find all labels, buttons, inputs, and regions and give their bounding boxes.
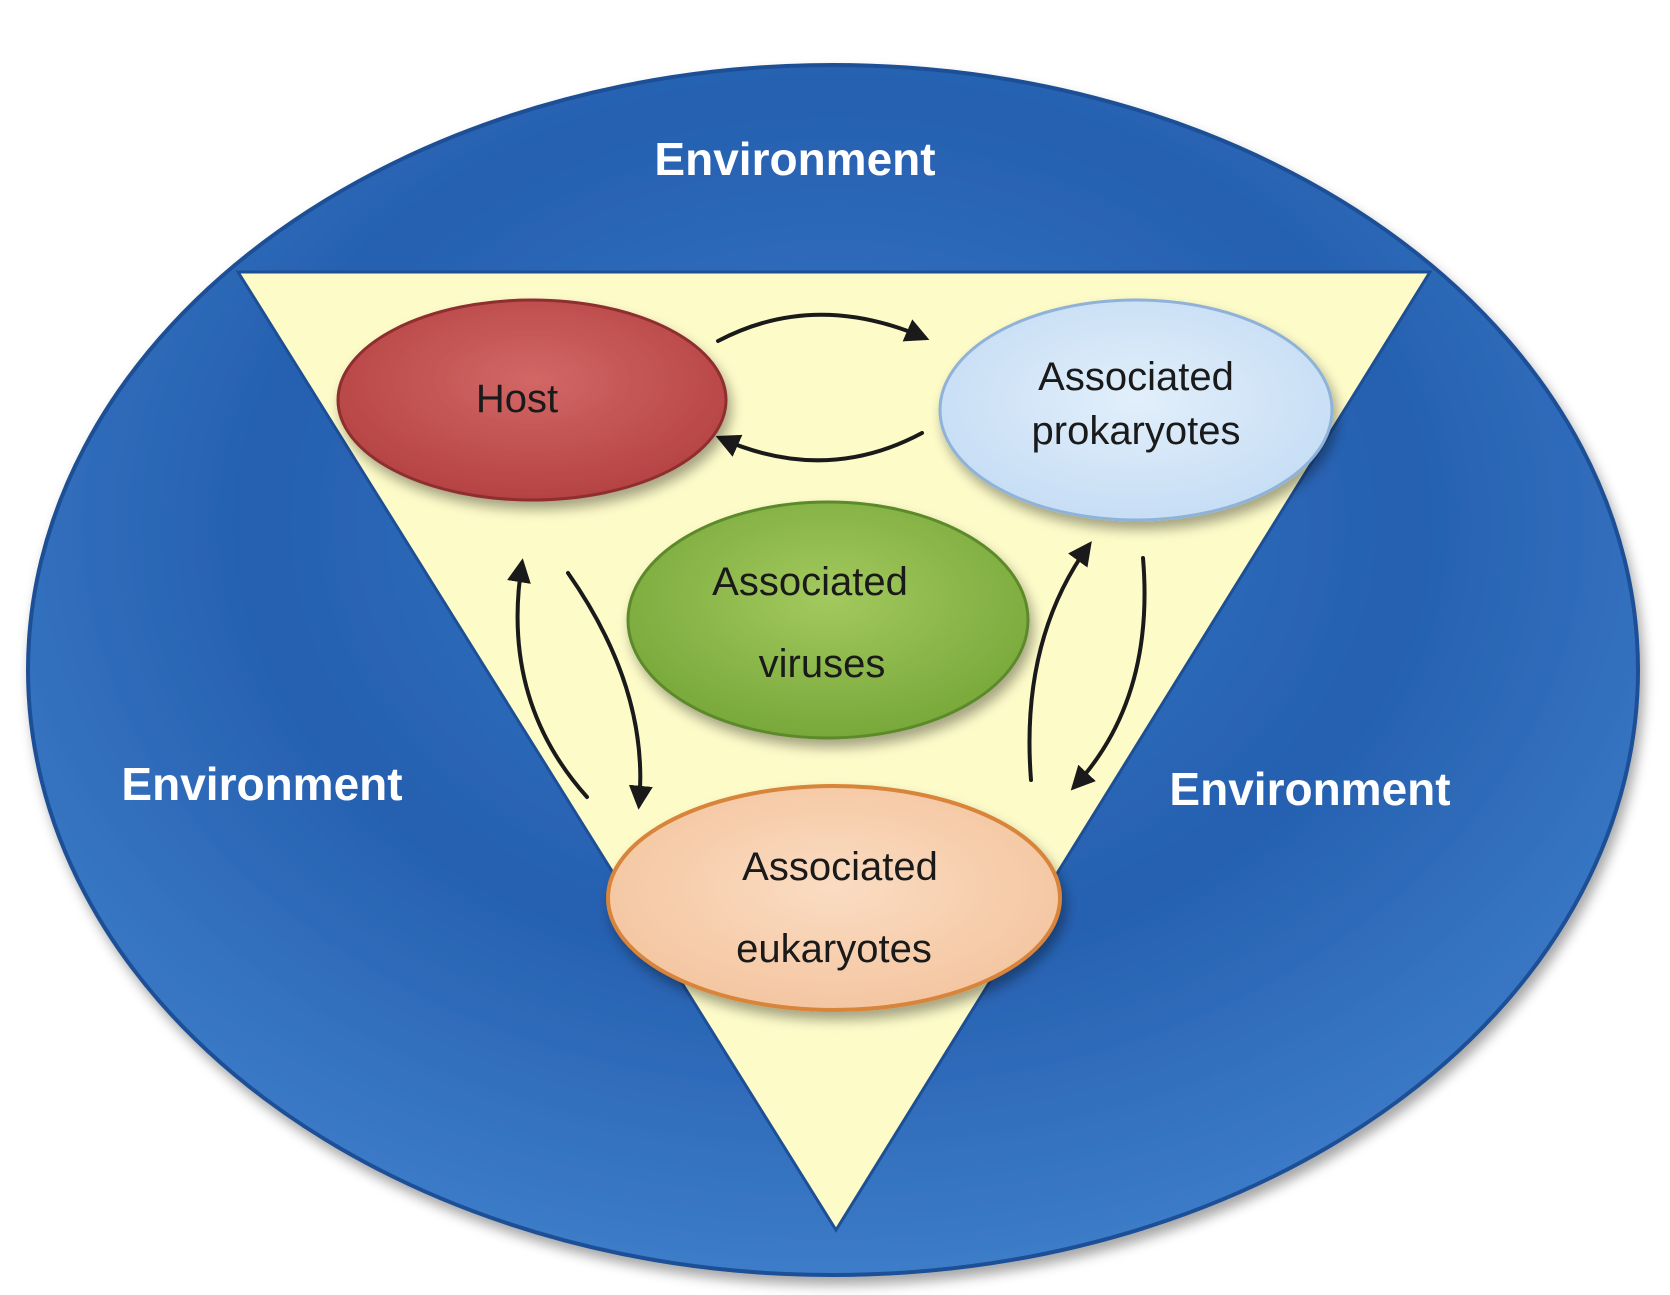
environment-label-top: Environment [654, 133, 935, 185]
arrow-eukaryotes-to-host [507, 558, 589, 799]
node-prokaryotes [938, 298, 1334, 522]
prokaryotes-ellipse [938, 298, 1334, 522]
viruses-ellipse [626, 500, 1030, 740]
arrow-prokaryotes-to-eukaryotes [1070, 556, 1147, 791]
node-eukaryotes [606, 784, 1062, 1012]
arrow-prokaryotes-to-host [715, 431, 924, 463]
viruses-label-line2: viruses [759, 642, 886, 686]
arrow-host-to-eukaryotes [566, 571, 653, 810]
interaction-arrows [507, 312, 1147, 810]
eukaryotes-label-line2: eukaryotes [736, 927, 932, 971]
prokaryotes-label-line2: prokaryotes [1032, 409, 1241, 453]
environment-label-left: Environment [121, 758, 402, 810]
host-ellipse [336, 298, 728, 502]
node-host [336, 298, 728, 502]
environment-label-right: Environment [1169, 763, 1450, 815]
arrow-host-to-prokaryotes [716, 312, 930, 343]
host-label: Host [476, 377, 558, 421]
eukaryotes-ellipse [606, 784, 1062, 1012]
prokaryotes-label-line1: Associated [1038, 355, 1234, 399]
node-viruses [626, 500, 1030, 740]
eukaryotes-label-line1: Associated [742, 845, 938, 889]
viruses-label-line1: Associated [712, 560, 908, 604]
arrow-eukaryotes-to-prokaryotes [1027, 541, 1092, 782]
